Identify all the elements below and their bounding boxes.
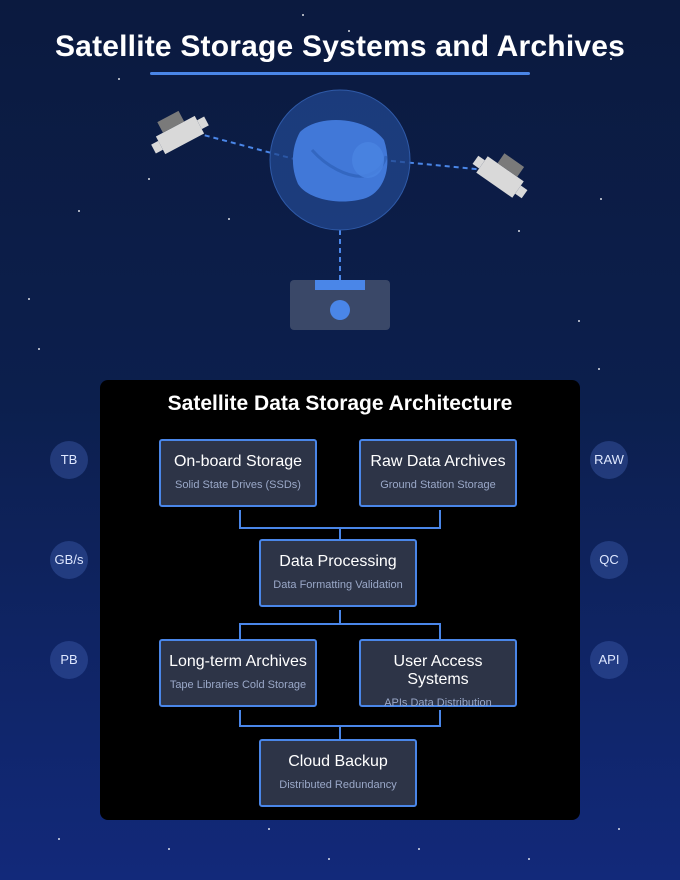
unit-badge: QC (590, 541, 628, 579)
node-title: Long-term Archives (169, 653, 307, 670)
node-subtitle: APIs Data Distribution (384, 697, 492, 709)
node-cloud-backup[interactable]: Cloud Backup Distributed Redundancy (259, 739, 417, 807)
node-data-processing[interactable]: Data Processing Data Formatting Validati… (259, 539, 417, 607)
star (118, 78, 120, 80)
node-title: Cloud Backup (288, 753, 388, 770)
star (418, 848, 420, 850)
node-subtitle: Data Formatting Validation (273, 579, 403, 591)
hero-illustration (151, 89, 528, 330)
node-title: Data Processing (279, 553, 397, 570)
star (268, 828, 270, 830)
star (228, 218, 230, 220)
star (148, 178, 150, 180)
unit-badge: TB (50, 441, 88, 479)
star (600, 198, 602, 200)
node-title: On-board Storage (173, 453, 303, 470)
star (518, 230, 520, 232)
star (78, 210, 80, 212)
satellite-icon (151, 110, 209, 155)
unit-badge: GB/s (50, 541, 88, 579)
star (58, 838, 60, 840)
unit-badge: API (590, 641, 628, 679)
unit-badge: RAW (590, 441, 628, 479)
unit-badge: PB (50, 641, 88, 679)
star (610, 58, 612, 60)
ground-station-icon (290, 280, 390, 330)
earth-globe-icon (269, 89, 411, 231)
node-user-access-systems[interactable]: User Access Systems APIs Data Distributi… (359, 639, 517, 709)
page-title: Satellite Storage Systems and Archives (54, 30, 626, 63)
node-title: Raw Data Archives (370, 453, 506, 470)
node-subtitle: Tape Libraries Cold Storage (169, 679, 307, 691)
node-onboard-storage[interactable]: On-board Storage Solid State Drives (SSD… (159, 439, 317, 507)
star (618, 828, 620, 830)
star (328, 858, 330, 860)
panel-title: Satellite Data Storage Architecture (167, 392, 513, 415)
node-title: User Access Systems (393, 653, 483, 688)
node-subtitle: Ground Station Storage (380, 479, 496, 491)
node-subtitle: Solid State Drives (SSDs) (175, 479, 301, 491)
star (528, 858, 530, 860)
star (598, 368, 600, 370)
title-underline (150, 72, 530, 75)
star (168, 848, 170, 850)
star (28, 298, 30, 300)
satellite-icon (472, 153, 528, 199)
star (302, 14, 304, 16)
node-raw-data-archives[interactable]: Raw Data Archives Ground Station Storage (359, 439, 517, 507)
star (38, 348, 40, 350)
node-subtitle: Distributed Redundancy (279, 779, 397, 791)
star (348, 30, 350, 32)
node-long-term-archives[interactable]: Long-term Archives Tape Libraries Cold S… (159, 639, 317, 707)
star (578, 320, 580, 322)
